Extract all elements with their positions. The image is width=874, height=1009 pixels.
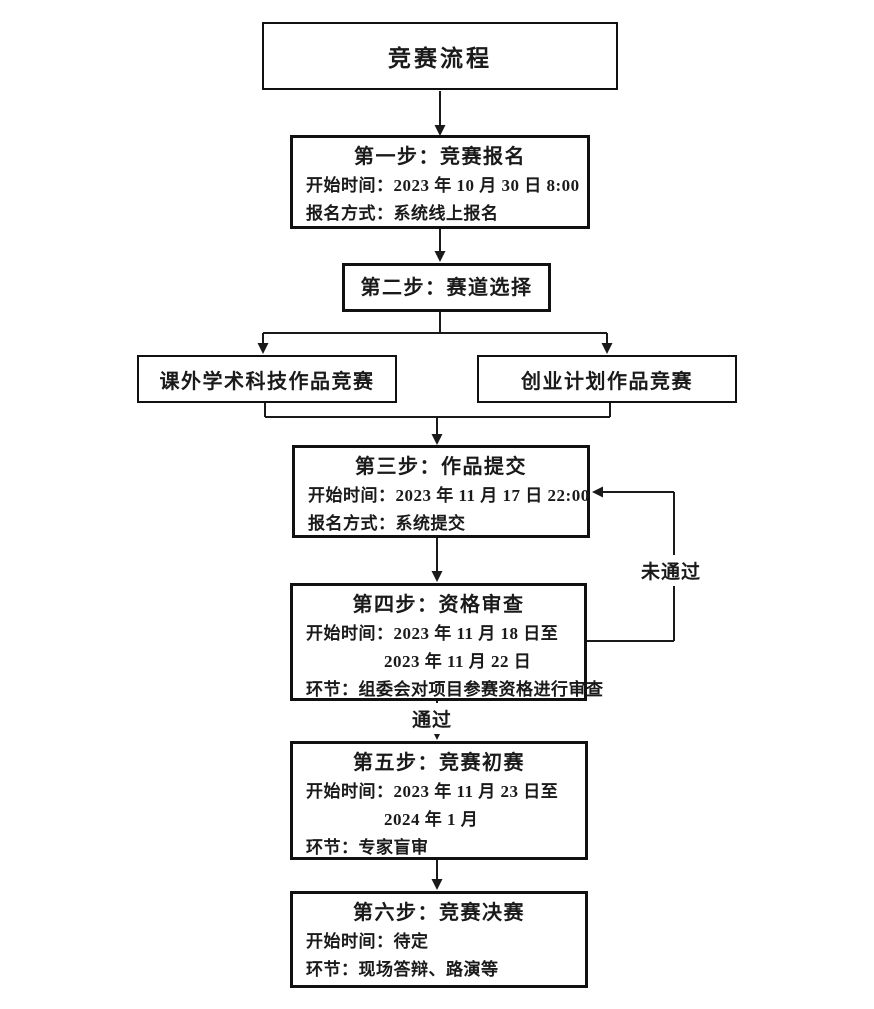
flow-title-text: 竞赛流程 bbox=[388, 46, 492, 71]
arrowhead-down-icon bbox=[434, 125, 446, 136]
node-flow-title: 竞赛流程 bbox=[262, 22, 618, 90]
arrowhead-down-icon bbox=[257, 343, 269, 354]
node-step6: 第六步：竞赛决赛 开始时间：待定 环节：现场答辩、路演等 bbox=[290, 891, 588, 988]
step5-line: 2024 年 1 月 bbox=[384, 810, 479, 829]
arrowhead-down-icon bbox=[601, 343, 613, 354]
step6-title: 第六步：竞赛决赛 bbox=[353, 902, 525, 924]
arrowhead-down-icon bbox=[434, 251, 446, 262]
connector-merge-step3 bbox=[264, 403, 611, 436]
node-track-academic: 课外学术科技作品竞赛 bbox=[137, 355, 397, 403]
step5-title: 第五步：竞赛初赛 bbox=[353, 752, 525, 774]
step3-line: 开始时间：2023 年 11 月 17 日 22:00 bbox=[308, 486, 590, 505]
edge-label-fail: 未通过 bbox=[638, 555, 705, 586]
node-step3: 第三步：作品提交 开始时间：2023 年 11 月 17 日 22:00 报名方… bbox=[292, 445, 590, 538]
node-step4: 第四步：资格审查 开始时间：2023 年 11 月 18 日至 2023 年 1… bbox=[290, 583, 604, 701]
step4-line: 环节：组委会对项目参赛资格进行审查 bbox=[306, 680, 604, 699]
step4-title: 第四步：资格审查 bbox=[352, 594, 525, 616]
arrowhead-down-icon bbox=[431, 879, 443, 890]
node-step1: 第一步：竞赛报名 开始时间：2023 年 10 月 30 日 8:00 报名方式… bbox=[290, 135, 590, 229]
step4-line: 开始时间：2023 年 11 月 18 日至 bbox=[306, 624, 559, 643]
step3-title: 第三步：作品提交 bbox=[355, 456, 527, 478]
node-step5: 第五步：竞赛初赛 开始时间：2023 年 11 月 23 日至 2024 年 1… bbox=[290, 741, 588, 860]
step5-line: 开始时间：2023 年 11 月 23 日至 bbox=[306, 782, 559, 801]
node-track-entrepreneurship: 创业计划作品竞赛 bbox=[477, 355, 737, 403]
step6-line: 开始时间：待定 bbox=[306, 932, 429, 951]
step1-line: 报名方式：系统线上报名 bbox=[306, 204, 499, 223]
step5-line: 环节：专家盲审 bbox=[306, 838, 429, 857]
track-academic-label: 课外学术科技作品竞赛 bbox=[159, 370, 375, 393]
step2-title: 第二步：赛道选择 bbox=[360, 276, 533, 299]
node-step2: 第二步：赛道选择 bbox=[342, 263, 551, 312]
arrowhead-left-icon bbox=[592, 486, 603, 498]
connector-lines bbox=[262, 91, 675, 881]
step6-line: 环节：现场答辩、路演等 bbox=[306, 960, 499, 979]
step3-line: 报名方式：系统提交 bbox=[308, 514, 466, 533]
edge-label-pass: 通过 bbox=[409, 703, 456, 734]
step1-line: 开始时间：2023 年 10 月 30 日 8:00 bbox=[306, 176, 580, 195]
track-entrepreneurship-label: 创业计划作品竞赛 bbox=[521, 370, 693, 393]
arrowhead-down-icon bbox=[431, 571, 443, 582]
connector-step2-split bbox=[262, 312, 608, 345]
step1-title: 第一步：竞赛报名 bbox=[354, 146, 526, 168]
arrowhead-down-icon bbox=[431, 434, 443, 445]
step4-line: 2023 年 11 月 22 日 bbox=[384, 652, 532, 671]
